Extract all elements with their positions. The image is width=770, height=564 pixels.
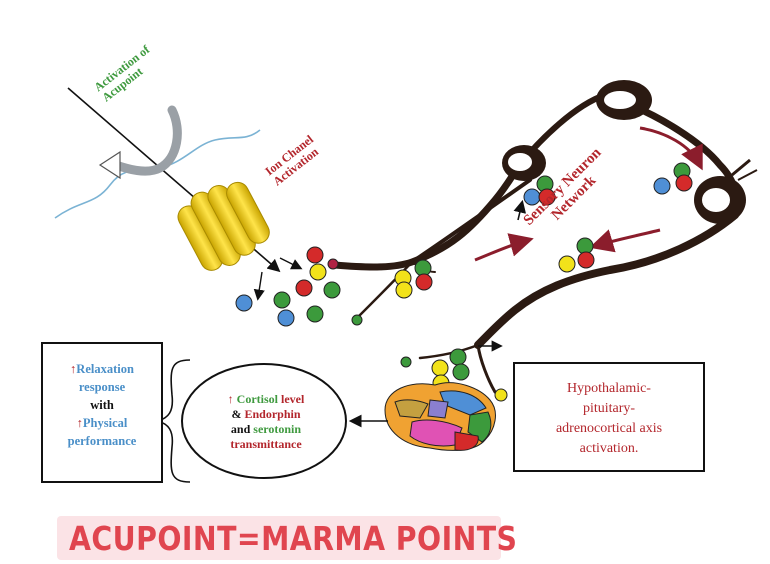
left-result-box [41, 342, 163, 483]
left-box-text: ↑Relaxation response with ↑Physical perf… [67, 362, 137, 448]
brain-illustration [384, 382, 496, 451]
right-axis-box [513, 362, 705, 472]
marma-banner: ACUPOINT=MARMA POINTS [57, 516, 517, 560]
up-arrow-icon: ↑ [70, 362, 77, 376]
banner-text: ACUPOINT=MARMA POINTS [69, 519, 518, 558]
up-arrow-icon: ↑ [227, 392, 234, 406]
right-box-text: Hypothalamic- pituitary- adrenocortical … [555, 381, 663, 456]
ion-channel [177, 181, 270, 271]
up-arrow-icon: ↑ [76, 416, 83, 430]
activation-curved-arrow [111, 105, 182, 176]
result-oval [181, 363, 347, 479]
oval-text: ↑ Cortisol level & Endorphin and seroton… [227, 392, 305, 451]
